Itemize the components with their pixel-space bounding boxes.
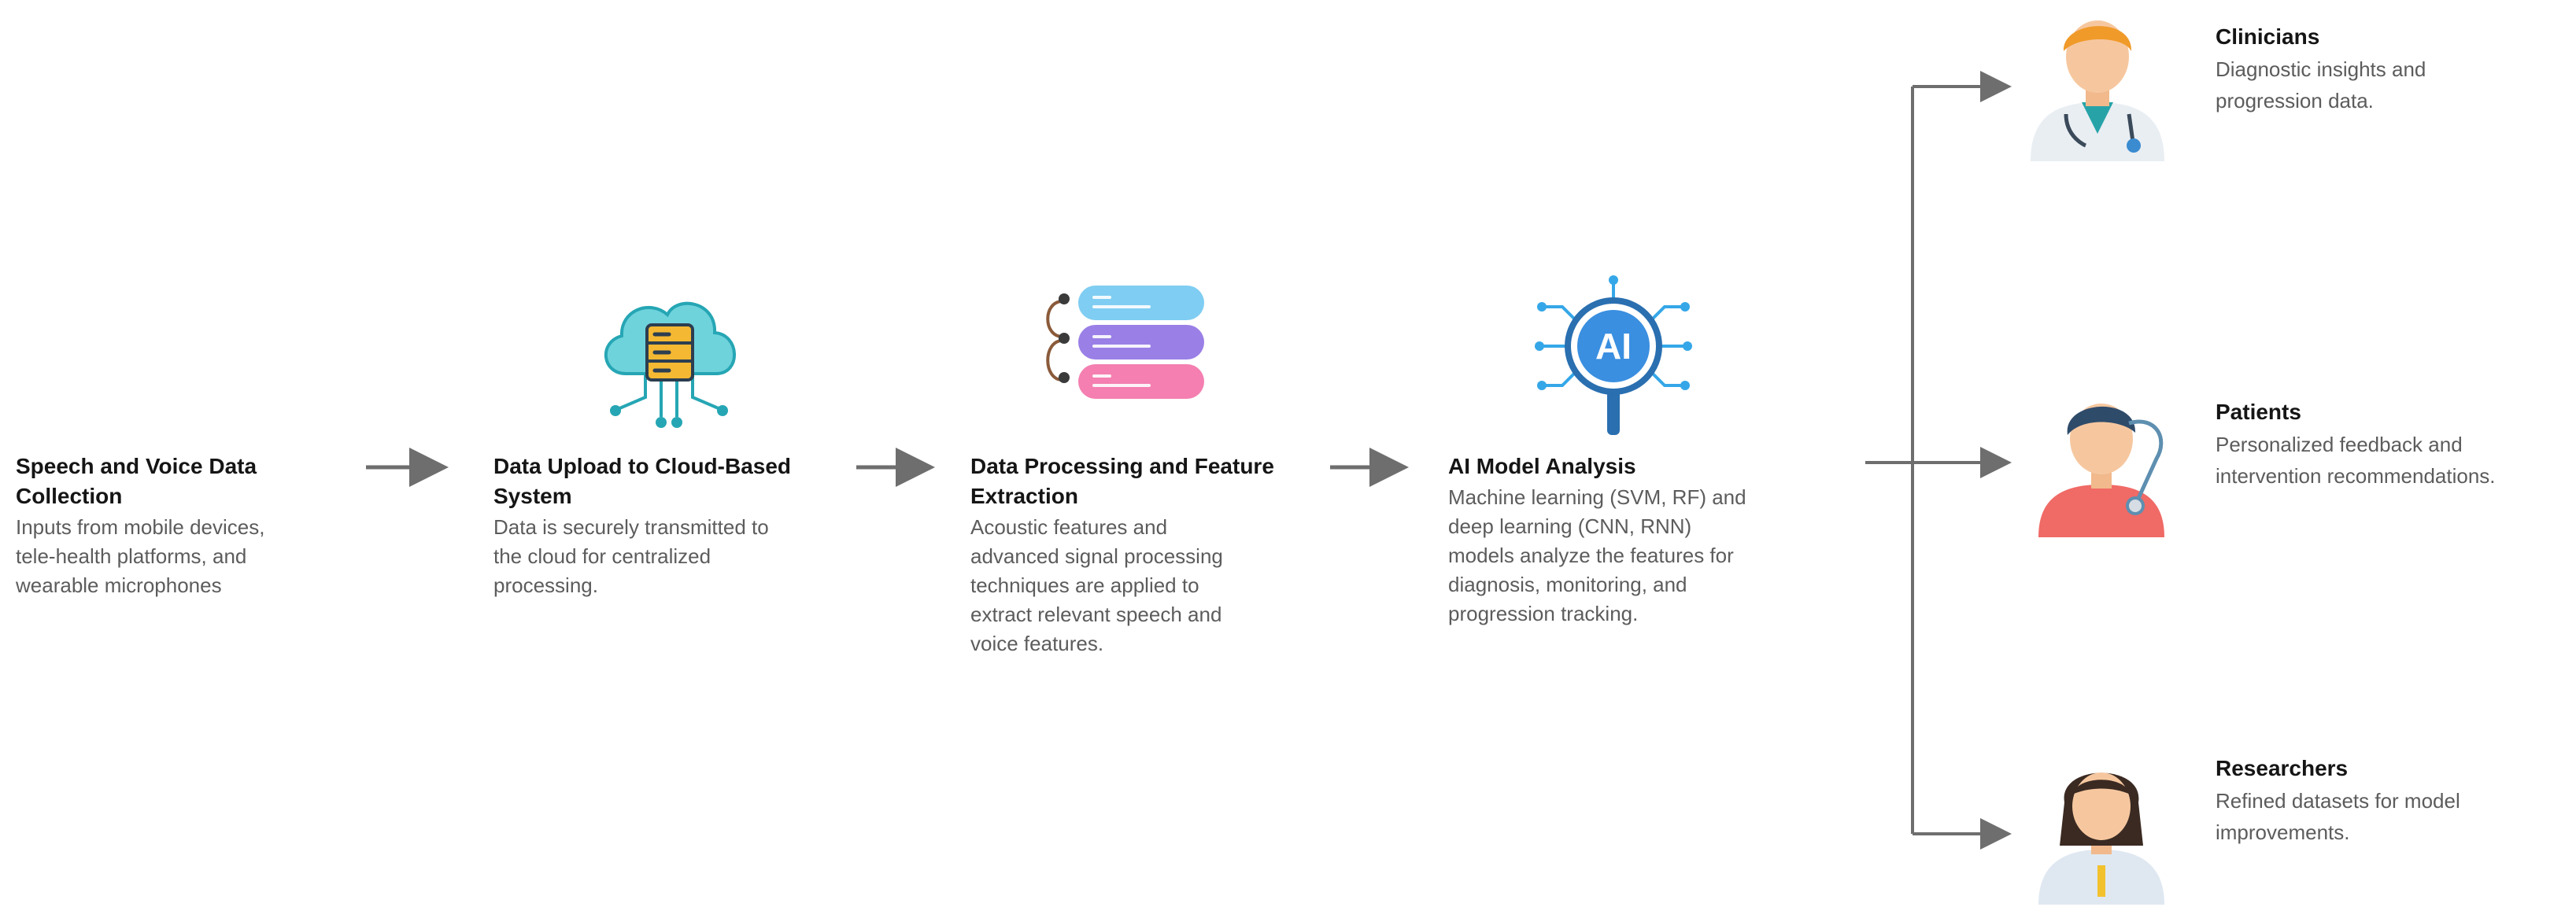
- step-title: Data Upload to Cloud-Based System: [493, 454, 792, 508]
- output-description: Personalized feedback and intervention r…: [2216, 433, 2496, 488]
- step-title: AI Model Analysis: [1448, 454, 1636, 478]
- step-title: Speech and Voice Data Collection: [16, 454, 257, 508]
- output-patients: Patients Personalized feedback and inter…: [2216, 397, 2576, 492]
- step-description: Machine learning (SVM, RF) and deep lear…: [1448, 485, 1746, 625]
- researcher-icon: [2038, 772, 2164, 905]
- cloud-server-icon: [604, 301, 736, 428]
- output-title: Clinicians: [2216, 24, 2320, 49]
- step-description: Acoustic features and advanced signal pr…: [970, 515, 1223, 655]
- step-speech-collection: Speech and Voice Data Collection Inputs …: [16, 452, 456, 600]
- output-researchers: Researchers Refined datasets for model i…: [2216, 754, 2576, 848]
- step-description: Data is securely transmitted to the clou…: [493, 515, 769, 597]
- step-ai-analysis: AI Model Analysis Machine learning (SVM,…: [1448, 452, 1889, 629]
- layered-data-icon: [1046, 286, 1204, 399]
- output-title: Patients: [2216, 400, 2301, 424]
- patient-icon: [2038, 404, 2164, 537]
- output-description: Diagnostic insights and progression data…: [2216, 57, 2426, 112]
- doctor-icon: [2031, 20, 2164, 161]
- output-clinicians: Clinicians Diagnostic insights and progr…: [2216, 22, 2576, 116]
- output-title: Researchers: [2216, 756, 2349, 780]
- ai-magnifier-icon: AI: [1535, 275, 1692, 435]
- output-description: Refined datasets for model improvements.: [2216, 789, 2460, 844]
- sound-wave-icon: [50, 281, 241, 431]
- step-cloud-upload: Data Upload to Cloud-Based System Data i…: [493, 452, 934, 600]
- step-feature-extraction: Data Processing and Feature Extraction A…: [970, 452, 1411, 658]
- step-description: Inputs from mobile devices, tele-health …: [16, 515, 265, 597]
- ai-label: AI: [1595, 326, 1632, 367]
- step-title: Data Processing and Feature Extraction: [970, 454, 1274, 508]
